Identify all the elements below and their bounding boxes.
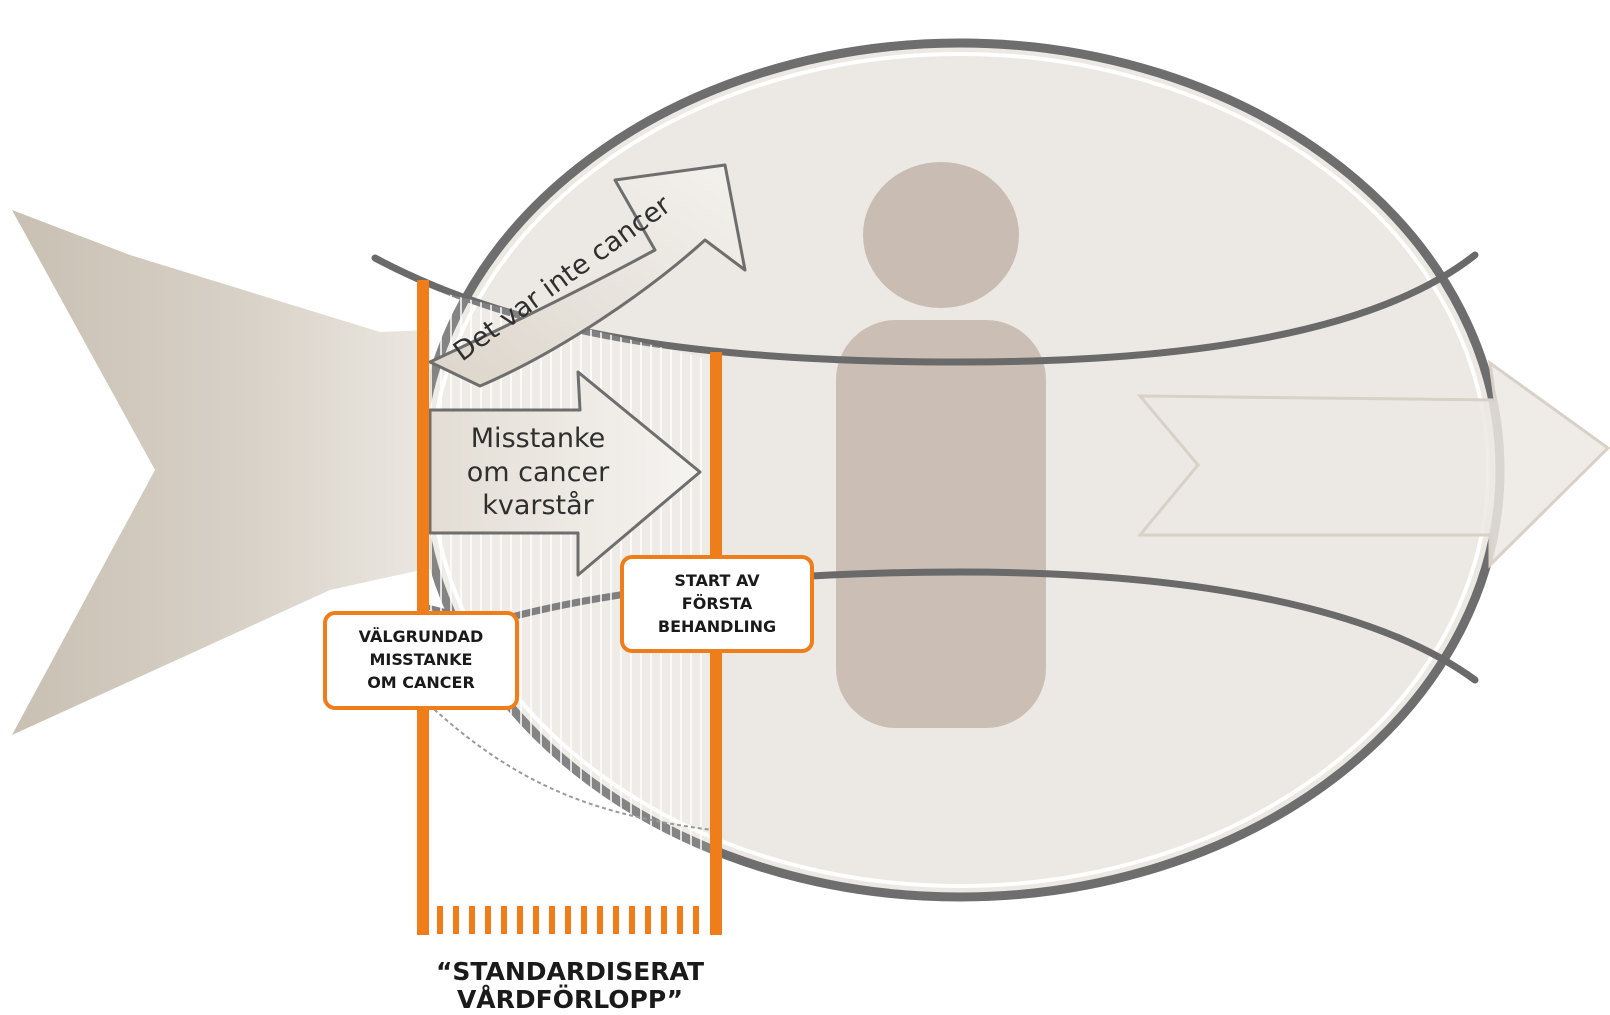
suspicion-remains-line-2: om cancer: [467, 457, 610, 488]
person-icon: [836, 162, 1046, 728]
treatment-start-line-1: START AV: [674, 571, 760, 590]
suspicion-remains-line-3: kvarstår: [482, 490, 594, 521]
treatment-start-box: START AV FÖRSTA BEHANDLING: [620, 555, 814, 653]
patient-flow-arrow: [12, 210, 430, 735]
well-founded-suspicion-line-1: VÄLGRUNDAD: [359, 627, 484, 646]
treatment-start-line-2: FÖRSTA: [682, 594, 753, 613]
caption-line-2: VÅRDFÖRLOPP”: [457, 984, 683, 1014]
suspicion-remains-arrow: [428, 370, 702, 577]
exit-arrow: [1136, 359, 1610, 569]
treatment-start-line-3: BEHANDLING: [658, 617, 776, 636]
caption-line-1: “STANDARDISERAT: [436, 957, 704, 986]
start-timeline-bar: [417, 280, 429, 935]
well-founded-suspicion-line-2: MISSTANKE: [370, 650, 473, 669]
well-founded-suspicion-line-3: OM CANCER: [367, 673, 475, 692]
not-cancer-arrow: [428, 163, 747, 388]
well-founded-suspicion-box: VÄLGRUNDAD MISSTANKE OM CANCER: [323, 611, 519, 710]
suspicion-remains-line-1: Misstanke: [471, 423, 605, 454]
timeline-ticks: [437, 906, 699, 934]
